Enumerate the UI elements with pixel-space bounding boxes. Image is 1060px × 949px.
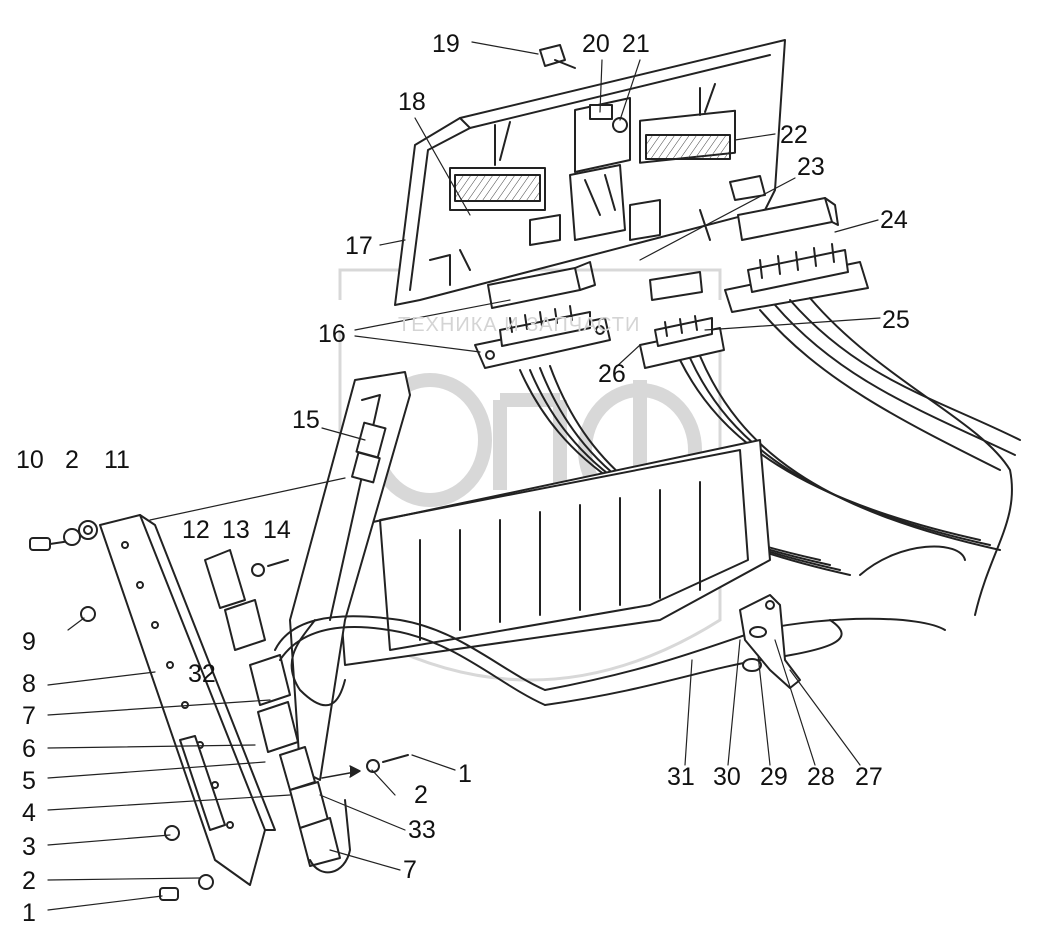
callout-label: 12 — [182, 516, 210, 544]
callout-label: 28 — [807, 763, 835, 791]
callout-label: 23 — [797, 153, 825, 181]
callout-label: 15 — [292, 406, 320, 434]
callout-label: 7 — [403, 856, 417, 884]
callout-label: 30 — [713, 763, 741, 791]
watermark-text: ТЕХНИКА И ЗАПЧАСТИ — [398, 314, 641, 336]
wire-clamp — [739, 594, 801, 689]
callout-label: 13 — [222, 516, 250, 544]
callout-label: 5 — [22, 767, 36, 795]
assembly-arrow — [321, 765, 361, 779]
rear-panel — [394, 39, 786, 306]
lower-frame — [334, 439, 771, 666]
connector-block-left — [474, 261, 611, 369]
callout-label: 6 — [22, 735, 36, 763]
callout-label: 17 — [345, 232, 373, 260]
callout-label: 19 — [432, 30, 460, 58]
callout-label: 8 — [22, 670, 36, 698]
callout-label: 24 — [880, 206, 908, 234]
callout-label: 22 — [780, 121, 808, 149]
fasteners — [29, 44, 576, 901]
callout-label: 4 — [22, 799, 36, 827]
callout-label: 25 — [882, 306, 910, 334]
leader-lines — [47, 41, 881, 911]
callout-label: 27 — [855, 763, 883, 791]
connector-block-right — [724, 197, 869, 313]
callout-label: 2 — [65, 446, 79, 474]
callout-label: 26 — [598, 360, 626, 388]
side-harness — [274, 615, 546, 706]
callout-label: 29 — [760, 763, 788, 791]
callout-label: 20 — [582, 30, 610, 58]
callout-label: 32 — [188, 660, 216, 688]
callout-label: 18 — [398, 88, 426, 116]
callout-label: 33 — [408, 816, 436, 844]
callout-label: 16 — [318, 320, 346, 348]
relay-stack — [204, 549, 351, 874]
mounting-bar — [99, 514, 276, 886]
callout-label: 3 — [22, 833, 36, 861]
callout-label: 10 — [16, 446, 44, 474]
callout-label: 1 — [458, 760, 472, 788]
callout-label: 1 — [22, 899, 36, 927]
callout-label: 9 — [22, 628, 36, 656]
callout-label: 14 — [263, 516, 291, 544]
callout-label: 21 — [622, 30, 650, 58]
callout-label: 7 — [22, 702, 36, 730]
callout-label: 11 — [104, 446, 130, 474]
callout-label: 2 — [414, 781, 428, 809]
callout-label: 31 — [667, 763, 695, 791]
callout-label: 2 — [22, 867, 36, 895]
relay-board — [289, 371, 411, 781]
connector-block-middle — [639, 271, 725, 369]
